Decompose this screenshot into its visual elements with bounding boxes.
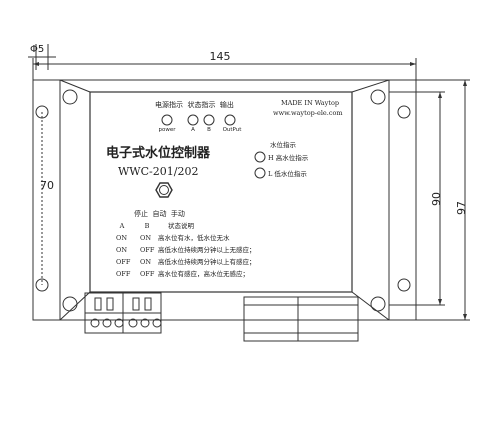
mount-hole-bl <box>35 278 49 292</box>
mode-knob <box>155 182 173 198</box>
arrow-right <box>410 62 416 66</box>
led-label-a: A <box>191 127 195 133</box>
led-label-b: B <box>207 127 211 133</box>
table-header-desc: 状态说明 <box>168 221 195 230</box>
arrow-left <box>33 62 39 66</box>
table-cell: OFF <box>140 270 155 278</box>
table-cell: OFF <box>116 258 131 266</box>
low-level-label: L 低水位指示 <box>268 169 307 178</box>
high-level-label: H 高水位指示 <box>268 153 309 162</box>
product-title: 电子式水位控制器 <box>106 145 211 161</box>
terminal-screw <box>140 318 150 328</box>
table-cell: 高低水位持续两分钟以上无感应； <box>158 245 256 254</box>
height70-label: 70 <box>40 179 54 192</box>
chamfer-tl <box>59 79 91 93</box>
width-label: 145 <box>210 50 231 63</box>
mount-hole-br <box>397 278 411 292</box>
website-label: www.waytop-ele.com <box>273 109 343 117</box>
height90-label: 90 <box>430 192 443 206</box>
indicator-heading: 电源指示 状态指示 输出 <box>155 100 234 109</box>
mount-hole-inner-tl <box>62 89 78 105</box>
connector-right <box>297 296 359 342</box>
knob-mode-labels: 停止 自动 手动 <box>134 209 185 218</box>
mount-hole-inner-tr <box>370 89 386 105</box>
table-cell: ON <box>140 234 151 242</box>
made-in-label: MADE IN Waytop <box>281 99 339 107</box>
mount-hole-tr <box>397 105 411 119</box>
table-cell: ON <box>116 234 127 242</box>
led-high-level <box>254 151 266 163</box>
led-b <box>203 114 215 126</box>
mode-knob-center <box>159 185 169 195</box>
led-label-power: power <box>159 127 177 133</box>
terminal-screw <box>90 318 100 328</box>
table-cell: 高低水位持续两分钟以上有感应； <box>158 257 256 266</box>
table-cell: ON <box>116 246 127 254</box>
terminal-slot <box>132 297 140 311</box>
chamfer-tr <box>351 79 390 93</box>
led-a <box>187 114 199 126</box>
panel-face <box>89 91 353 293</box>
terminal-screw <box>128 318 138 328</box>
table-cell: 高水位有感应，高水位无感应； <box>158 269 249 278</box>
model-number: WWC-201/202 <box>118 165 198 178</box>
arrow-down <box>438 299 442 305</box>
table-cell: 高水位有水，低水位无水 <box>158 233 230 242</box>
mount-hole-inner-br <box>370 296 386 312</box>
led-low-level <box>254 167 266 179</box>
terminal-screw <box>114 318 124 328</box>
arrow-down <box>463 314 467 320</box>
terminal-screw <box>102 318 112 328</box>
height97-label: 97 <box>455 201 468 215</box>
table-cell: ON <box>140 258 151 266</box>
terminal-screw <box>152 318 162 328</box>
led-label-output: OutPut <box>223 127 243 133</box>
mount-hole-inner-bl <box>62 296 78 312</box>
water-level-heading: 水位指示 <box>270 140 297 149</box>
table-header-a: A <box>119 222 125 230</box>
table-cell: OFF <box>140 246 155 254</box>
table-cell: OFF <box>116 270 131 278</box>
terminal-slot <box>144 297 152 311</box>
led-power <box>161 114 173 126</box>
terminal-slot <box>106 297 114 311</box>
arrow-up <box>463 80 467 86</box>
connector-left <box>243 296 299 342</box>
table-header-b: B <box>145 222 150 230</box>
arrow-up <box>438 92 442 98</box>
terminal-slot <box>94 297 102 311</box>
board-outline <box>32 79 417 321</box>
hole-diameter-label: Φ5 <box>30 44 44 55</box>
led-output <box>224 114 236 126</box>
